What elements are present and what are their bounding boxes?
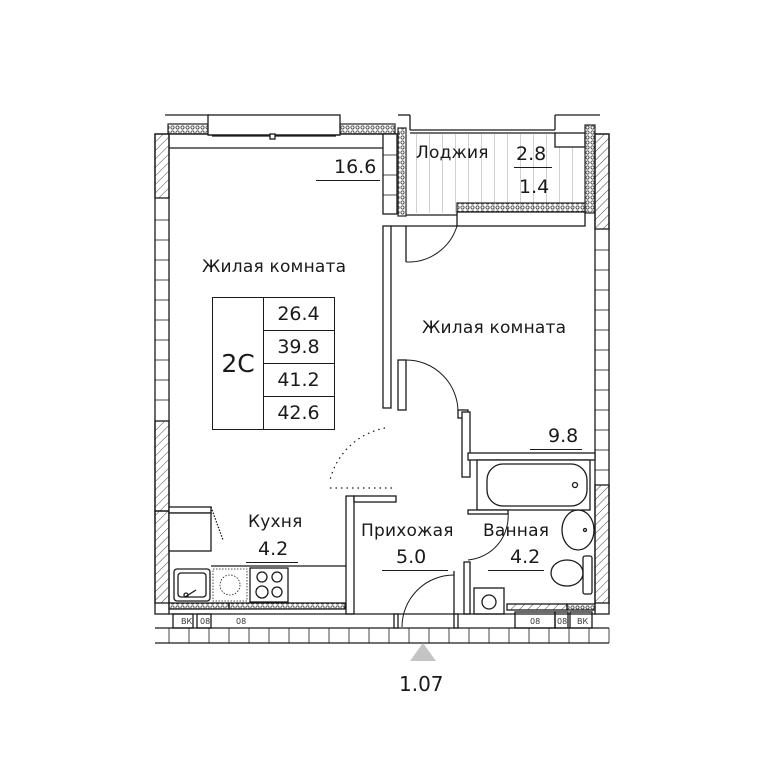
living-room-2-name: Жилая комната <box>422 318 567 338</box>
floor-level-marker-icon <box>410 643 436 661</box>
living-room-1-name: Жилая комната <box>202 257 347 277</box>
living-room-1-area: 16.6 <box>316 156 381 181</box>
shaft-label-left-08a: 08 <box>200 617 211 626</box>
shaft-label-right-08b: 08 <box>557 617 568 626</box>
living-room-2-area: 9.8 <box>530 425 583 450</box>
hallway-name: Прихожая <box>361 521 454 541</box>
shaft-label-right-vk: ВК <box>577 617 589 626</box>
area-living: 26.4 <box>263 298 334 331</box>
kitchen-name: Кухня <box>248 512 303 532</box>
area-total-reduced: 41.2 <box>263 364 334 397</box>
bathroom-area: 4.2 <box>488 546 545 571</box>
floor-level-value: 1.07 <box>399 672 444 696</box>
loggia-area-reduced: 1.4 <box>519 176 550 198</box>
area-total-no-loggia: 39.8 <box>263 331 334 364</box>
shaft-label-right-08a: 08 <box>530 617 541 626</box>
area-total-full: 42.6 <box>277 402 320 424</box>
loggia-name: Лоджия <box>416 143 489 163</box>
loggia-area: 2.8 <box>514 143 553 168</box>
hallway-area: 5.0 <box>382 546 449 571</box>
apartment-summary-box: 2С 26.4 39.8 41.2 42.6 <box>212 297 335 430</box>
bathroom-name: Ванная <box>483 521 550 541</box>
shaft-label-left-08b: 08 <box>236 617 247 626</box>
shaft-label-left-vk: ВК <box>181 617 193 626</box>
apartment-type: 2С <box>213 298 264 429</box>
kitchen-area: 4.2 <box>246 538 299 563</box>
